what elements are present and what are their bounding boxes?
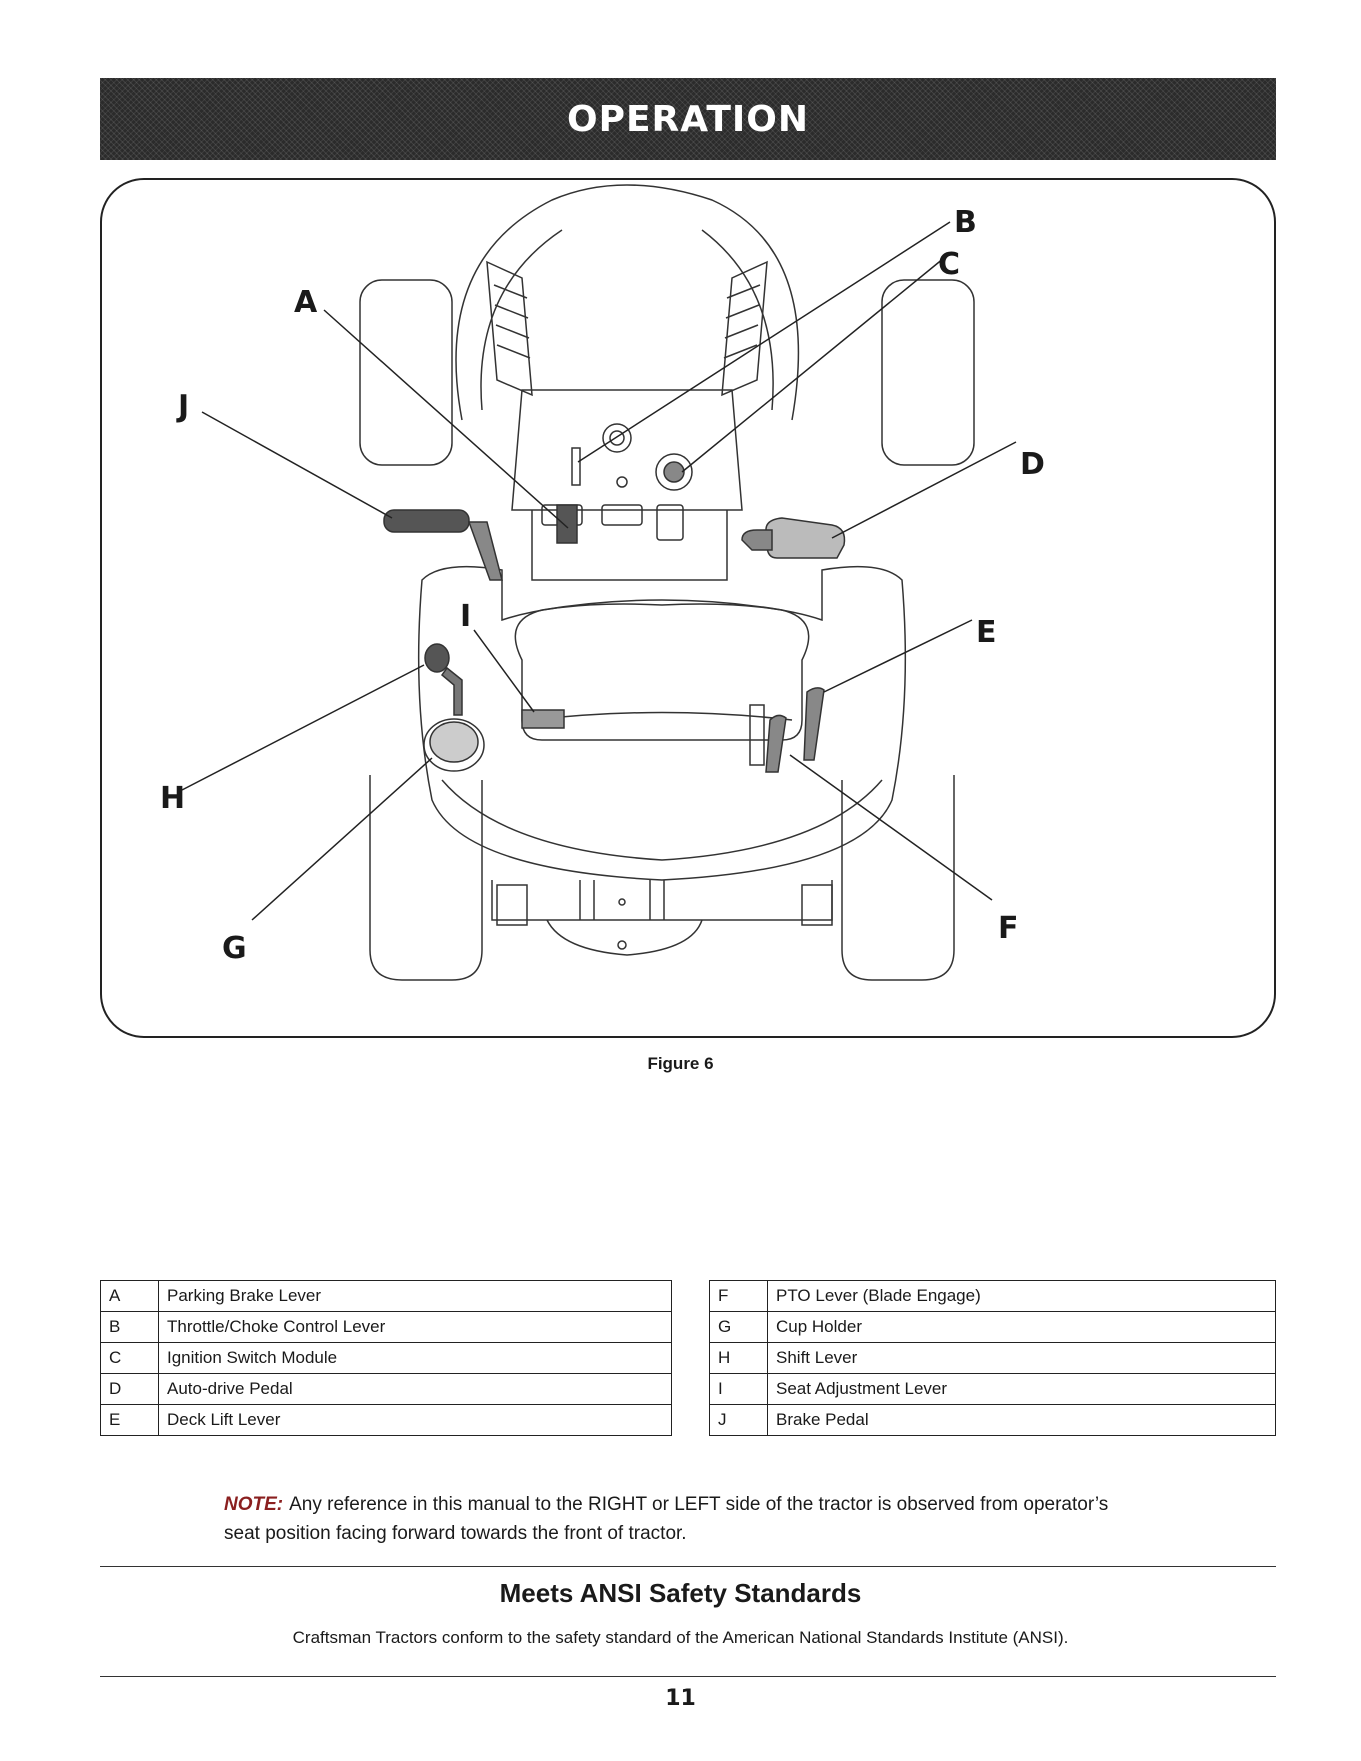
leader-e — [823, 619, 973, 693]
legend-label: Auto-drive Pedal — [158, 1373, 672, 1405]
hood-vent-right — [721, 260, 768, 397]
parking-brake-knob — [556, 504, 578, 544]
operator-note: NOTE:Any reference in this manual to the… — [224, 1490, 1144, 1548]
pto-lever — [765, 714, 787, 773]
divider-top — [100, 1566, 1276, 1567]
legend-letter: E — [100, 1404, 159, 1436]
section-banner: OPERATION — [100, 78, 1276, 160]
seat-adjust-lever — [521, 709, 565, 729]
legend-letter: C — [100, 1342, 159, 1374]
steering-hub — [602, 423, 632, 453]
legend-label: Throttle/Choke Control Lever — [158, 1311, 672, 1343]
mower-deck-frame — [491, 880, 833, 956]
legend-letter: H — [709, 1342, 768, 1374]
divider-bottom — [100, 1676, 1276, 1677]
legend-letter: D — [100, 1373, 159, 1405]
hood-vent-left — [486, 260, 533, 397]
tractor-controls-illustration: A B C D E F G H I J — [160, 184, 1045, 981]
shift-lever — [424, 643, 463, 716]
leader-g — [251, 757, 433, 921]
legend-table-right: F PTO Lever (Blade Engage) G Cup Holder … — [709, 1280, 1276, 1436]
table-row: F PTO Lever (Blade Engage) — [709, 1280, 1276, 1312]
legend-label: Shift Lever — [767, 1342, 1276, 1374]
front-left-wheel — [359, 279, 453, 466]
legend-label: Brake Pedal — [767, 1404, 1276, 1436]
table-row: G Cup Holder — [709, 1311, 1276, 1343]
table-row: I Seat Adjustment Lever — [709, 1373, 1276, 1405]
rear-fender — [417, 565, 907, 881]
seat — [514, 599, 810, 741]
callout-e: E — [976, 615, 997, 650]
legend-letter: I — [709, 1373, 768, 1405]
note-text: Any reference in this manual to the RIGH… — [224, 1494, 1109, 1544]
legend-letter: B — [100, 1311, 159, 1343]
leader-c — [681, 257, 945, 473]
callout-c: C — [938, 247, 960, 282]
deck-lift-lever — [803, 687, 825, 761]
table-row: E Deck Lift Lever — [100, 1404, 672, 1436]
callout-i: I — [460, 599, 471, 634]
table-row: J Brake Pedal — [709, 1404, 1276, 1436]
legend-label: Parking Brake Lever — [158, 1280, 672, 1312]
callout-b: B — [954, 205, 977, 240]
table-row: H Shift Lever — [709, 1342, 1276, 1374]
legend-label: PTO Lever (Blade Engage) — [767, 1280, 1276, 1312]
leader-b — [577, 221, 951, 463]
legend-letter: G — [709, 1311, 768, 1343]
legend-label: Ignition Switch Module — [158, 1342, 672, 1374]
dash-panel — [511, 389, 743, 511]
note-label: NOTE: — [224, 1494, 284, 1515]
front-right-wheel — [881, 279, 975, 466]
legend-table-left: A Parking Brake Lever B Throttle/Choke C… — [100, 1280, 672, 1436]
auto-drive-pedal — [741, 517, 846, 559]
leader-h — [181, 664, 425, 791]
callout-a: A — [294, 285, 318, 320]
ansi-title: Meets ANSI Safety Standards — [499, 1578, 862, 1608]
legend-label: Cup Holder — [767, 1311, 1276, 1343]
callout-g: G — [222, 931, 247, 966]
ignition-switch — [655, 453, 693, 491]
rear-right-wheel — [841, 775, 955, 981]
hood — [455, 184, 800, 421]
leader-d — [831, 441, 1017, 539]
table-row: C Ignition Switch Module — [100, 1342, 672, 1374]
callout-h: H — [160, 781, 185, 816]
table-row: D Auto-drive Pedal — [100, 1373, 672, 1405]
table-row: A Parking Brake Lever — [100, 1280, 672, 1312]
cup-holder — [423, 718, 485, 772]
callout-d: D — [1020, 447, 1045, 482]
legend-letter: J — [709, 1404, 768, 1436]
legend-label: Seat Adjustment Lever — [767, 1373, 1276, 1405]
callout-j: J — [176, 389, 189, 424]
legend-letter: F — [709, 1280, 768, 1312]
leader-f — [789, 754, 993, 901]
figure-caption: Figure 6 — [647, 1054, 714, 1073]
tractor-figure: A B C D E F G H I J — [100, 178, 1276, 1038]
section-title: OPERATION — [566, 98, 810, 140]
callout-f: F — [998, 911, 1019, 946]
leader-j — [201, 411, 393, 519]
legend-label: Deck Lift Lever — [158, 1404, 672, 1436]
page-number: 11 — [665, 1686, 696, 1711]
rear-left-wheel — [369, 775, 483, 981]
table-row: B Throttle/Choke Control Lever — [100, 1311, 672, 1343]
legend-letter: A — [100, 1280, 159, 1312]
leader-a — [323, 309, 569, 529]
leader-i — [473, 629, 535, 713]
throttle-lever — [571, 447, 581, 486]
brake-pedal — [383, 509, 503, 581]
ansi-text: Craftsman Tractors conform to the safety… — [292, 1628, 1069, 1647]
